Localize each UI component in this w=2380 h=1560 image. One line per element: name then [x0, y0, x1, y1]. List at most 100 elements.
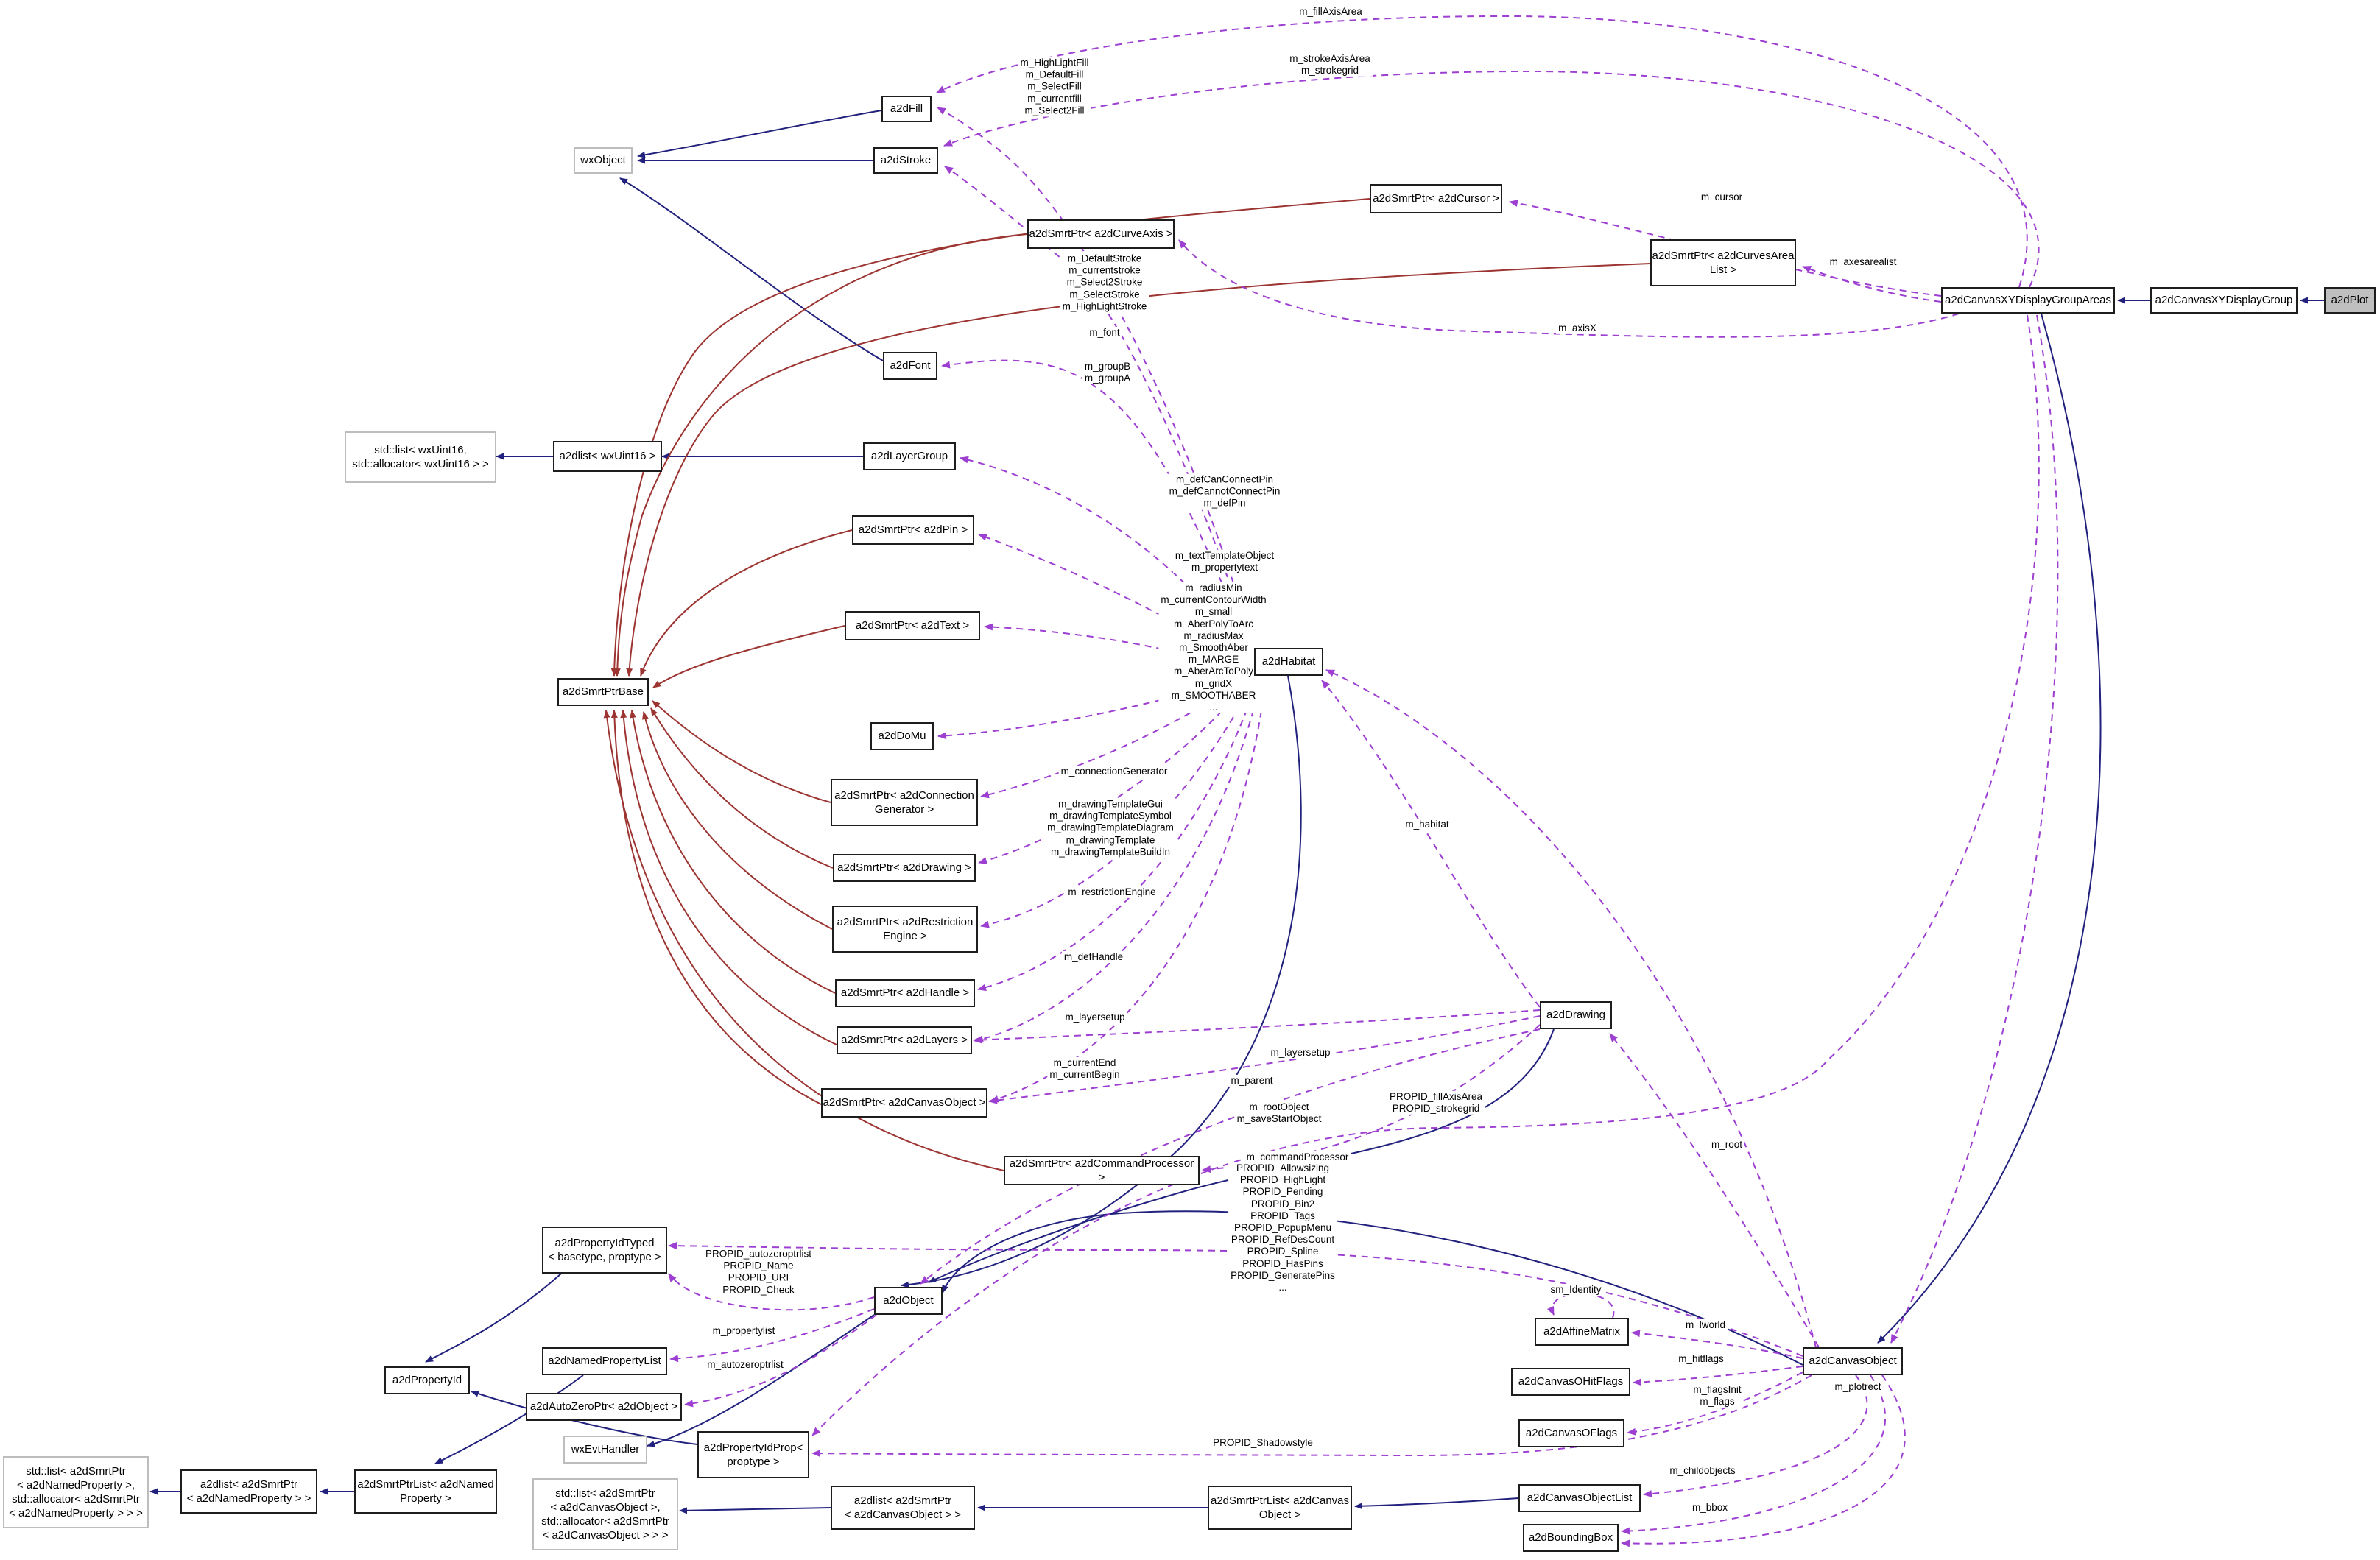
edge-tmpl-pin-base — [640, 529, 853, 677]
class-node-smrtptrlist-namedproperty[interactable]: a2dSmrtPtrList< a2dNamed Property > — [354, 1469, 497, 1514]
class-node-a2dfill[interactable]: a2dFill — [881, 96, 932, 122]
class-node-smrtptr-curvesarealist[interactable]: a2dSmrtPtr< a2dCurvesArea List > — [1650, 239, 1796, 286]
edge-label-currentend: m_currentEnd m_currentBegin — [1047, 1056, 1122, 1081]
class-node-canvasoflags[interactable]: a2dCanvasOFlags — [1518, 1419, 1624, 1447]
class-node-canvasohitflags[interactable]: a2dCanvasOHitFlags — [1511, 1368, 1630, 1396]
edge-use-canvasobject-hitflags — [1633, 1366, 1803, 1386]
edge-label-axesarealist: m_axesarealist — [1827, 255, 1899, 269]
class-node-wxevthandler[interactable]: wxEvtHandler — [563, 1436, 647, 1464]
edge-use-drawing-layersetup — [973, 1009, 1541, 1044]
edge-use-canvasobject-childobjects — [1643, 1374, 1868, 1497]
class-node-a2dobject[interactable]: a2dObject — [874, 1287, 943, 1315]
edge-label-habitat: m_habitat — [1403, 818, 1451, 831]
edge-inherit-namedproplist-smrtptrlist — [434, 1374, 584, 1464]
class-node-smrtptr-text[interactable]: a2dSmrtPtr< a2dText > — [845, 611, 980, 640]
class-node-propertyidprop[interactable]: a2dPropertyIdProp< proptype > — [697, 1431, 809, 1478]
edge-label-commandprocessor: m_commandProcessor — [1244, 1151, 1351, 1164]
class-node-a2dfont[interactable]: a2dFont — [883, 352, 937, 380]
edge-label-shadowstyle: PROPID_Shadowstyle — [1211, 1436, 1315, 1450]
edge-use-a2dobject-propertylist — [669, 1308, 875, 1363]
class-node-autozeroptr[interactable]: a2dAutoZeroPtr< a2dObject > — [526, 1393, 682, 1421]
edge-use-canvasobject-root — [1609, 1033, 1820, 1348]
edge-use-areas-plotrect — [1890, 314, 2059, 1344]
class-node-stdlist-namedproperty[interactable]: std::list< a2dSmrtPtr < a2dNamedProperty… — [3, 1456, 149, 1528]
edge-label-root: m_root — [1708, 1138, 1745, 1151]
edge-inherit-a2dfont-wxobject — [619, 177, 884, 361]
edge-label-restrictionengine: m_restrictionEngine — [1066, 886, 1158, 899]
class-node-smrtptr-curveaxis[interactable]: a2dSmrtPtr< a2dCurveAxis > — [1027, 219, 1175, 249]
edge-label-flags: m_flagsInit m_flags — [1691, 1383, 1744, 1408]
class-node-a2ddrawing[interactable]: a2dDrawing — [1540, 1001, 1612, 1029]
edge-tmpl-curvesarealist-base — [626, 263, 1651, 677]
edge-tmpl-canvasobjptr-base — [610, 710, 822, 1105]
class-node-smrtptrlist-canvasobject[interactable]: a2dSmrtPtrList< a2dCanvas Object > — [1208, 1486, 1352, 1530]
edge-inherit-drawing-a2dobject — [928, 1028, 1555, 1283]
edge-label-autozeroptrlist: m_autozeroptrlist — [705, 1358, 786, 1372]
class-node-affinematrix[interactable]: a2dAffineMatrix — [1535, 1318, 1629, 1346]
edge-label-connectiongenerator: m_connectionGenerator — [1058, 765, 1170, 778]
edge-label-axisx: m_axisX — [1556, 322, 1599, 335]
class-node-smrtptr-pin[interactable]: a2dSmrtPtr< a2dPin > — [852, 515, 974, 545]
edge-label-groups: m_groupB m_groupA — [1082, 360, 1133, 385]
class-node-canvasobjectlist[interactable]: a2dCanvasObjectList — [1518, 1484, 1641, 1512]
edge-label-stroke-members: m_DefaultStroke m_currentstroke m_Select… — [1060, 253, 1149, 313]
edge-use-drawing-parent — [920, 1028, 1541, 1285]
class-node-a2dlist-namedproperty[interactable]: a2dlist< a2dSmrtPtr < a2dNamedProperty >… — [180, 1469, 317, 1514]
class-node-canvasobject[interactable]: a2dCanvasObject — [1803, 1347, 1903, 1375]
edge-tmpl-layers-base — [620, 710, 837, 1045]
class-node-smrtptr-restrictionengine[interactable]: a2dSmrtPtr< a2dRestriction Engine > — [832, 906, 978, 953]
edge-label-font: m_font — [1087, 326, 1122, 339]
class-node-stdlist-canvasobject[interactable]: std::list< a2dSmrtPtr < a2dCanvasObject … — [532, 1478, 678, 1550]
class-node-smrtptr-drawing[interactable]: a2dSmrtPtr< a2dDrawing > — [833, 854, 976, 882]
edge-label-childobjects: m_childobjects — [1667, 1464, 1738, 1478]
class-node-stdlist-wxuint16[interactable]: std::list< wxUint16, std::allocator< wxU… — [345, 431, 496, 483]
class-node-canvasxydisplaygroup[interactable]: a2dCanvasXYDisplayGroup — [2150, 287, 2298, 314]
edge-label-rootobject: m_rootObject m_saveStartObject — [1234, 1101, 1324, 1126]
edge-inherit-a2dlistco-stdlistco — [679, 1507, 831, 1514]
class-node-namedpropertylist[interactable]: a2dNamedPropertyList — [542, 1347, 667, 1375]
class-node-smrtptr-canvasobject[interactable]: a2dSmrtPtr< a2dCanvasObject > — [821, 1088, 987, 1118]
class-node-smrtptr-connectiongenerator[interactable]: a2dSmrtPtr< a2dConnection Generator > — [831, 779, 978, 826]
edge-use-a2dobject-autozeroptr — [684, 1314, 877, 1408]
class-node-a2ddomu[interactable]: a2dDoMu — [870, 722, 934, 750]
edge-use-canvasobject-bbox2 — [1621, 1374, 1906, 1547]
edge-label-defhandle: m_defHandle — [1061, 950, 1126, 964]
class-node-wxobject[interactable]: wxObject — [574, 147, 633, 174]
class-node-smrtptr-handle[interactable]: a2dSmrtPtr< a2dHandle > — [835, 979, 975, 1007]
edge-label-lworld: m_lworld — [1683, 1319, 1728, 1332]
edge-label-fill-members: m_HighLightFill m_DefaultFill m_SelectFi… — [1018, 57, 1091, 117]
class-node-a2dlist-canvasobject[interactable]: a2dlist< a2dSmrtPtr < a2dCanvasObject > … — [831, 1486, 975, 1530]
edge-use-canvasobject-lworld — [1631, 1330, 1803, 1359]
edge-tmpl-drawingptr-base — [650, 707, 834, 869]
class-node-a2dlayergroup[interactable]: a2dLayerGroup — [863, 442, 956, 470]
class-node-boundingbox[interactable]: a2dBoundingBox — [1523, 1524, 1619, 1552]
class-node-smrtptrbase[interactable]: a2dSmrtPtrBase — [557, 678, 649, 706]
edge-use-canvasobject-bbox — [1621, 1374, 1887, 1535]
edge-label-propid-canvasobject: PROPID_Allowsizing PROPID_HighLight PROP… — [1228, 1162, 1337, 1294]
edge-inherit-propidtyped-propertyid — [425, 1273, 562, 1363]
class-node-smrtptr-layers[interactable]: a2dSmrtPtr< a2dLayers > — [837, 1026, 972, 1054]
class-node-smrtptr-commandprocessor[interactable]: a2dSmrtPtr< a2dCommandProcessor > — [1004, 1156, 1200, 1185]
class-node-a2dlist-wxuint16[interactable]: a2dlist< wxUint16 > — [553, 441, 662, 472]
edge-use-habitat-drawingptr — [978, 675, 1255, 864]
edge-use-canvasobject-habitat — [1325, 669, 1817, 1348]
edge-tmpl-conngen-base — [652, 700, 831, 803]
class-node-a2dplot-current[interactable]: a2dPlot — [2324, 287, 2376, 314]
edge-inherit-canvasobject-a2dobject — [942, 1210, 1803, 1366]
edge-use-habitat-layers — [974, 675, 1263, 1043]
edge-label-texttemplate: m_textTemplateObject m_propertytext — [1172, 549, 1277, 574]
edge-label-layersetup: m_layersetup — [1063, 1011, 1127, 1024]
class-node-canvasxydisplaygroupareas[interactable]: a2dCanvasXYDisplayGroupAreas — [1941, 287, 2115, 314]
edge-use-habitat-handle — [977, 675, 1260, 992]
edge-use-canvasobject-shadowstyle — [811, 1374, 1812, 1458]
class-node-smrtptr-cursor[interactable]: a2dSmrtPtr< a2dCursor > — [1370, 184, 1502, 213]
class-node-a2dhabitat[interactable]: a2dHabitat — [1254, 648, 1323, 676]
class-node-a2dpropertyid[interactable]: a2dPropertyId — [384, 1366, 470, 1394]
class-node-propertyidtyped[interactable]: a2dPropertyIdTyped < basetype, proptype … — [542, 1227, 667, 1274]
edge-use-canvasobject-propidtyped — [668, 1242, 1803, 1357]
edge-inherit-propidprop-propertyid — [471, 1390, 698, 1445]
edge-label-propertylist: m_propertylist — [710, 1324, 778, 1338]
edge-label-smidentity: sm_Identity — [1548, 1283, 1604, 1296]
class-node-a2dstroke[interactable]: a2dStroke — [873, 147, 938, 174]
